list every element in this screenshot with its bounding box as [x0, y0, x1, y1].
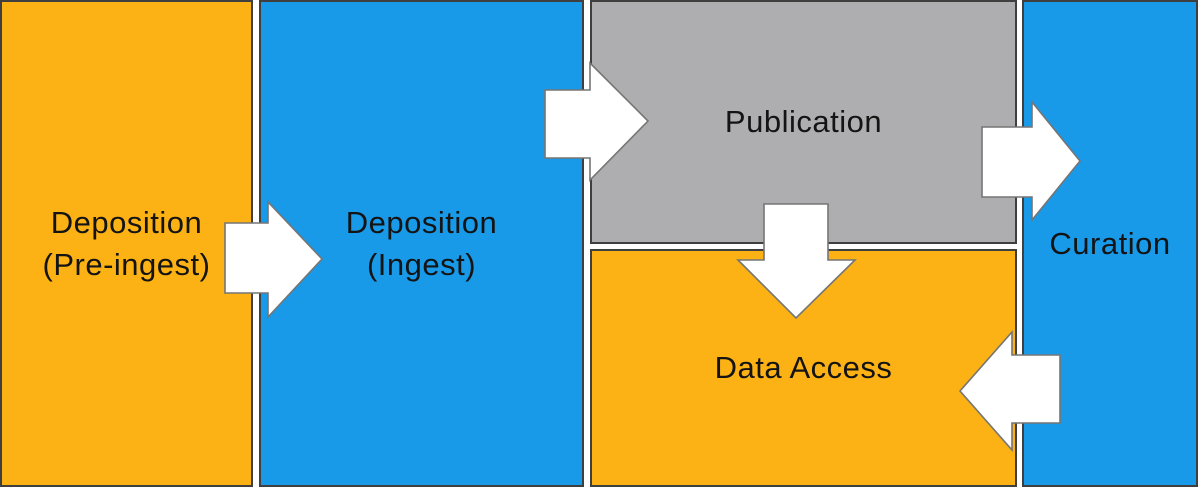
block-curation: Curation: [1022, 0, 1198, 487]
block-publication: Publication: [590, 0, 1017, 244]
label-line: Deposition: [345, 204, 498, 240]
block-deposition-pre-ingest: Deposition (Pre-ingest): [0, 0, 253, 487]
label-line: (Ingest): [366, 246, 477, 282]
block-data-access: Data Access: [590, 249, 1017, 487]
label-line: Publication: [724, 104, 883, 139]
block-data-access-label: Data Access: [715, 347, 893, 389]
label-line: Data Access: [714, 350, 893, 385]
label-line: Curation: [1049, 225, 1171, 261]
block-deposition-ingest-label: Deposition (Ingest): [346, 202, 497, 286]
block-deposition-ingest: Deposition (Ingest): [259, 0, 584, 487]
label-line: Deposition: [50, 204, 203, 240]
block-publication-label: Publication: [725, 101, 882, 143]
block-deposition-pre-ingest-label: Deposition (Pre-ingest): [43, 202, 211, 286]
label-line: (Pre-ingest): [42, 246, 211, 282]
block-curation-label: Curation: [1049, 223, 1170, 265]
